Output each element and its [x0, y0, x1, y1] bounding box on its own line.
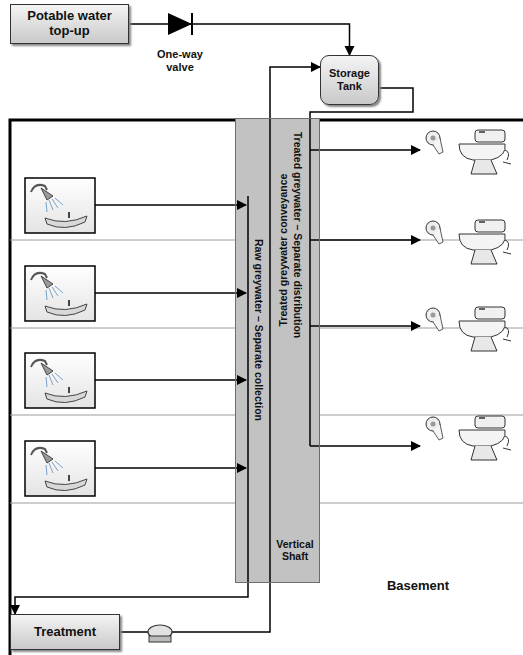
treatment-box: Treatment: [10, 614, 120, 650]
drawing-stroke: [247, 196, 249, 583]
pipe-connector: [15, 583, 248, 614]
conveyance-label: Treated greywater conveyance: [278, 174, 289, 327]
drawing-stroke: [95, 204, 246, 206]
pump: [148, 625, 172, 642]
shaft-fill: [235, 118, 320, 583]
distribution-label: Treated greywater – Separate distributio…: [293, 132, 304, 339]
distribution-pipe: [310, 88, 420, 446]
shower-room: [25, 178, 95, 233]
text-wrap: Potable water top-up: [11, 7, 128, 41]
source-box: Potable water top-up: [10, 4, 129, 44]
drawing-stroke: [310, 149, 420, 151]
toilet: [426, 307, 511, 351]
toilet: [426, 130, 511, 174]
text-wrap: Storage Tank: [321, 65, 378, 94]
text-wrap: Treatment: [30, 623, 100, 642]
shower-room: [25, 441, 95, 496]
drawing-stroke: [95, 467, 246, 469]
one-way-valve: [168, 13, 192, 35]
pipe-connector: [120, 67, 320, 632]
node-text: Vertical Shaft: [273, 538, 317, 562]
basement-label: Basement: [387, 579, 449, 592]
node-text: Potable water top-up: [15, 9, 124, 39]
shower-room: [25, 353, 95, 408]
one-way-valve: [191, 13, 193, 35]
text-wrap: Vertical Shaft: [273, 538, 317, 562]
collection-pipe: [95, 196, 248, 583]
drawing-stroke: [310, 325, 420, 327]
storage-tank: Storage Tank: [320, 55, 379, 105]
shower-room: [25, 266, 95, 321]
one-way-valve-label: One-way valve: [150, 48, 210, 73]
toilet: [426, 220, 511, 264]
drawing-stroke: [95, 292, 246, 294]
drawing-stroke: [310, 445, 420, 447]
drawing-stroke: [310, 239, 420, 241]
node-text: Treatment: [34, 625, 96, 640]
drawing-stroke: [149, 636, 171, 642]
toilet: [426, 416, 511, 460]
drawing-stroke: [95, 379, 246, 381]
collection-label: Raw greywater – Separate collection: [254, 239, 265, 421]
drawing-stroke: [310, 88, 413, 446]
node-text: Storage Tank: [325, 67, 374, 92]
